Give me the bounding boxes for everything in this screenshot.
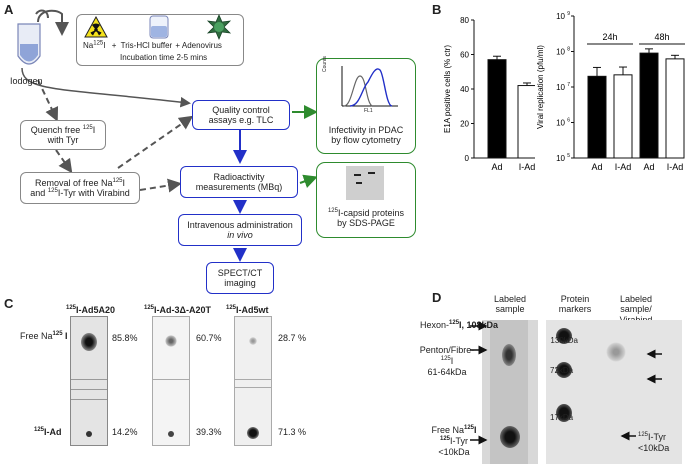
lane-2-bottom-pct: 39.3% xyxy=(196,427,222,437)
adenovirus-icon xyxy=(206,14,232,40)
x-tick-label: I-Ad xyxy=(615,162,632,172)
tris-label: Tris-HCl buffer xyxy=(120,41,173,50)
y-tick-exponent: 7 xyxy=(567,82,570,88)
group-label: 24h xyxy=(602,32,617,42)
marker-130: 130kDa xyxy=(550,336,578,345)
x-tick-label: I-Ad xyxy=(519,162,535,172)
tlc-strip-1 xyxy=(70,316,108,446)
iodogen-label: Iodogen xyxy=(10,76,43,86)
gel-labeled-sample xyxy=(482,320,538,464)
y-tick-label: 10 xyxy=(556,154,565,163)
flow-histogram xyxy=(341,66,398,107)
y-tick-label: 10 xyxy=(556,83,565,92)
gel-markers-virabind xyxy=(546,320,682,464)
lane-2-header: 125I-Ad-3Δ-A20T xyxy=(144,305,211,315)
x-tick-label: Ad xyxy=(491,162,502,172)
y-tick-label: 40 xyxy=(460,85,469,94)
y-tick-exponent: 8 xyxy=(567,47,570,53)
y-tick-label: 10 xyxy=(556,12,565,21)
incubation-label: Incubation time 2-5 mins xyxy=(120,53,208,62)
adeno-label: Adenovirus xyxy=(181,41,222,50)
x-tick-label: Ad xyxy=(591,162,602,172)
removal-box: Removal of free Na125I and 125I-Tyr with… xyxy=(20,172,140,204)
flow-xlabel: FL1 xyxy=(364,108,373,114)
panel-d-letter: D xyxy=(432,290,442,305)
na-label: Na125I xyxy=(83,40,106,50)
lane-1-header: 125I-Ad5A20 xyxy=(66,305,116,315)
panel-b-letter: B xyxy=(432,2,442,17)
x-tick-label: Ad xyxy=(643,162,654,172)
lane-3-header: 125I-Ad5wt xyxy=(226,305,269,315)
plus-sign: + xyxy=(111,41,117,50)
y-tick-label: 60 xyxy=(460,51,469,60)
free-na-label: Free Na125 I xyxy=(20,331,68,341)
sds-gel-image xyxy=(346,166,384,200)
lane-1-bottom-pct: 14.2% xyxy=(112,427,138,437)
lane-1-top-pct: 85.8% xyxy=(112,333,138,343)
y-axis-label: Viral replication (pfu/ml) xyxy=(536,45,545,129)
y-tick-label: 0 xyxy=(465,154,470,163)
lane-3-bottom-pct: 71.3 % xyxy=(278,427,307,437)
y-tick-exponent: 6 xyxy=(567,118,570,124)
tlc-strip-2 xyxy=(152,316,190,446)
marker-17: 17kDa xyxy=(550,413,574,422)
y-tick-exponent: 5 xyxy=(567,153,570,159)
quench-box: Quench free 125I with Tyr xyxy=(20,120,106,150)
lane-3-top-pct: 28.7 % xyxy=(278,333,307,343)
iodogen-tube-icon xyxy=(17,23,41,65)
y-tick-label: 20 xyxy=(460,120,469,129)
lane-2-top-pct: 60.7% xyxy=(196,333,222,343)
group-label: 48h xyxy=(654,32,669,42)
y-tick-label: 80 xyxy=(460,16,469,25)
beaker-icon xyxy=(149,15,169,39)
panel-a-letter: A xyxy=(4,2,14,17)
iad-label: 125I-Ad xyxy=(34,427,62,437)
marker-72: 72kDa xyxy=(550,366,574,375)
right-tyr-label: 125I-Tyr<10kDa xyxy=(638,432,670,453)
y-tick-label: 10 xyxy=(556,48,565,57)
y-tick-exponent: 9 xyxy=(567,11,570,17)
reagent-line: Na125I + Tris-HCl buffer + Adenovirus xyxy=(83,40,222,50)
y-tick-label: 10 xyxy=(556,119,565,128)
panel-c-letter: C xyxy=(4,296,14,311)
plus-sign: + xyxy=(175,41,181,50)
tlc-strip-3 xyxy=(234,316,272,446)
y-axis-label: E1A positive cells (% ctr) xyxy=(443,45,452,133)
radiation-icon xyxy=(84,16,108,38)
x-tick-label: I-Ad xyxy=(667,162,684,172)
